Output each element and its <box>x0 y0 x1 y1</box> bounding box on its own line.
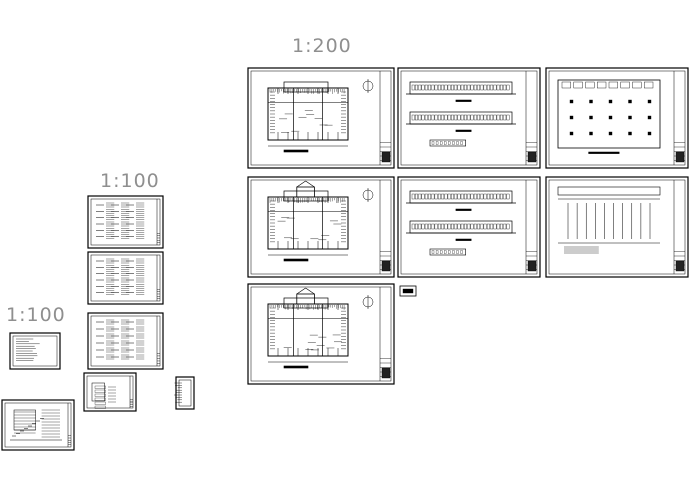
drawing-sheet-plan-1[interactable] <box>247 67 395 169</box>
drawing-sheet-notes-1[interactable] <box>9 332 61 370</box>
legend-block <box>399 285 417 297</box>
drawing-sheet-elevations-1[interactable] <box>397 67 541 169</box>
drawing-sheet-stair-detail[interactable] <box>1 399 75 451</box>
drawing-sheet-plan-columns[interactable] <box>545 67 689 169</box>
scale-label-1-200: 1:200 <box>292 35 352 57</box>
drawing-sheet-detail-3[interactable] <box>87 312 164 370</box>
drawing-sheet-notes-2[interactable] <box>174 376 195 410</box>
drawing-sheet-plan-2[interactable] <box>247 176 395 278</box>
drawing-sheet-plan-seating[interactable] <box>545 176 689 278</box>
drawing-sheet-detail-1[interactable] <box>87 195 164 249</box>
drawing-sheet-elevations-2[interactable] <box>397 176 541 278</box>
drawing-sheet-plan-3[interactable] <box>247 283 395 385</box>
drawing-sheet-section-1[interactable] <box>83 372 137 412</box>
scale-label-1-100-middle: 1:100 <box>100 170 160 192</box>
drawing-sheet-detail-2[interactable] <box>87 251 164 305</box>
scale-label-1-100-left: 1:100 <box>6 304 66 326</box>
